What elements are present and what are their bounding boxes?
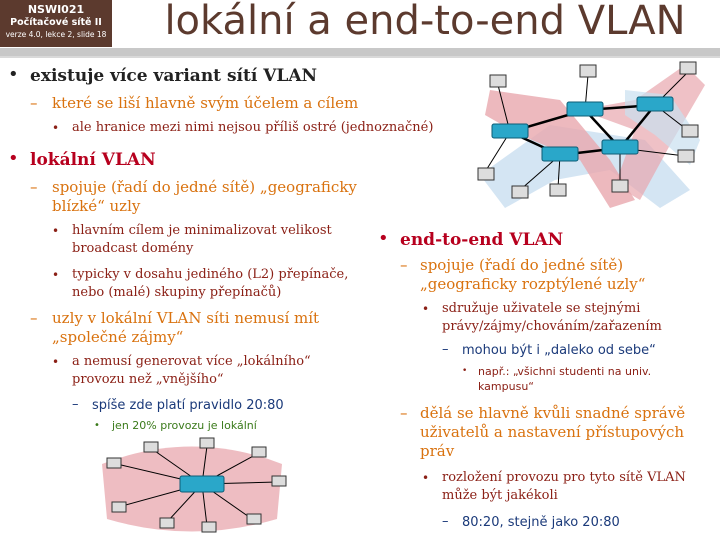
slide-title: lokální a end-to-end VLAN [164, 0, 686, 44]
bullet-l2: – [30, 309, 38, 327]
bullet-l5: • [462, 366, 468, 376]
local-traffic-line1: a nemusí generovat více „lokálního“ [72, 354, 311, 369]
bullet-l5: • [94, 420, 100, 431]
local-vlan-diagram [102, 437, 287, 533]
local-interests-line2: „společné zájmy“ [52, 328, 184, 346]
bullet-l3: • [52, 224, 60, 238]
heading-local-vlan: lokální VLAN [30, 150, 156, 170]
bullet-l4: – [442, 342, 449, 357]
bullet-l2: – [30, 94, 38, 112]
local-goal-line2: broadcast domény [72, 241, 194, 256]
rule-20-80: spíše zde platí pravidlo 20:80 [92, 398, 284, 413]
e2e-connects-line2: „geograficky rozptýlené uzly“ [420, 275, 646, 293]
local-interests-line1: uzly v lokální VLAN síti nemusí mít [52, 309, 320, 327]
point-variants: existuje více variant sítí VLAN [30, 66, 318, 86]
end-to-end-vlan-diagram [477, 61, 705, 208]
bullet-l3: • [52, 355, 60, 369]
local-traffic-line2: provozu než „vnějšího“ [72, 372, 224, 387]
local-goal-line1: hlavním cílem je minimalizovat velikost [72, 223, 332, 238]
e2e-groups-line1: sdružuje uživatele se stejnými [442, 301, 641, 316]
e2e-distribution-line1: rozložení provozu pro tyto sítě VLAN [442, 470, 686, 485]
e2e-management-line1: dělá se hlavně kvůli snadné správě [420, 404, 686, 422]
e2e-groups-line2: právy/zájmy/chováním/zařazením [442, 319, 662, 334]
local-connects-line1: spojuje (řadí do jedné sítě) „geografick… [52, 178, 357, 196]
bullet-l1: • [378, 228, 389, 249]
e2e-management-line3: práv [420, 442, 455, 460]
e2e-far-apart: mohou být i „daleko od sebe“ [462, 343, 656, 358]
local-connects-line2: blízké“ uzly [52, 197, 141, 215]
title-rule [0, 48, 720, 56]
bullet-l2: – [30, 178, 38, 196]
point-boundaries: ale hranice mezi nimi nejsou příliš ostr… [72, 120, 434, 135]
e2e-distribution-line2: může být jakékoli [442, 488, 558, 503]
bullet-l2: – [400, 404, 408, 422]
bullet-l3: • [422, 471, 430, 485]
bullet-l3: • [422, 302, 430, 316]
local-scope-line1: typicky v dosahu jediného (L2) přepínače… [72, 267, 349, 282]
local-20-percent: jen 20% provozu je lokální [112, 419, 257, 432]
bullet-l1: • [8, 64, 19, 85]
bullet-l4: – [442, 514, 449, 529]
course-header: NSWI021 Počítačové sítě II verze 4.0, le… [0, 0, 112, 47]
bullet-l2: – [400, 256, 408, 274]
course-name: Počítačové sítě II [10, 17, 102, 28]
bullet-l1: • [8, 148, 19, 169]
course-code: NSWI021 [27, 3, 85, 16]
point-purpose: které se liší hlavně svým účelem a cílem [52, 94, 359, 112]
slide-meta: verze 4.0, lekce 2, slide 18 [5, 30, 107, 39]
bullet-l4: – [72, 397, 79, 412]
e2e-connects-line1: spojuje (řadí do jedné sítě) [420, 256, 624, 274]
bullet-l3: • [52, 268, 60, 282]
e2e-management-line2: uživatelů a nastavení přístupových [420, 423, 685, 441]
bullet-l3: • [52, 121, 60, 135]
heading-end-to-end-vlan: end-to-end VLAN [400, 230, 564, 250]
e2e-example-line2: kampusu“ [478, 380, 534, 393]
title-rule-line [0, 56, 720, 58]
e2e-example-line1: např.: „všichni studenti na univ. [478, 365, 652, 378]
local-scope-line2: nebo (malé) skupiny přepínačů) [72, 285, 282, 300]
ratio-80-20: 80:20, stejně jako 20:80 [462, 515, 620, 530]
